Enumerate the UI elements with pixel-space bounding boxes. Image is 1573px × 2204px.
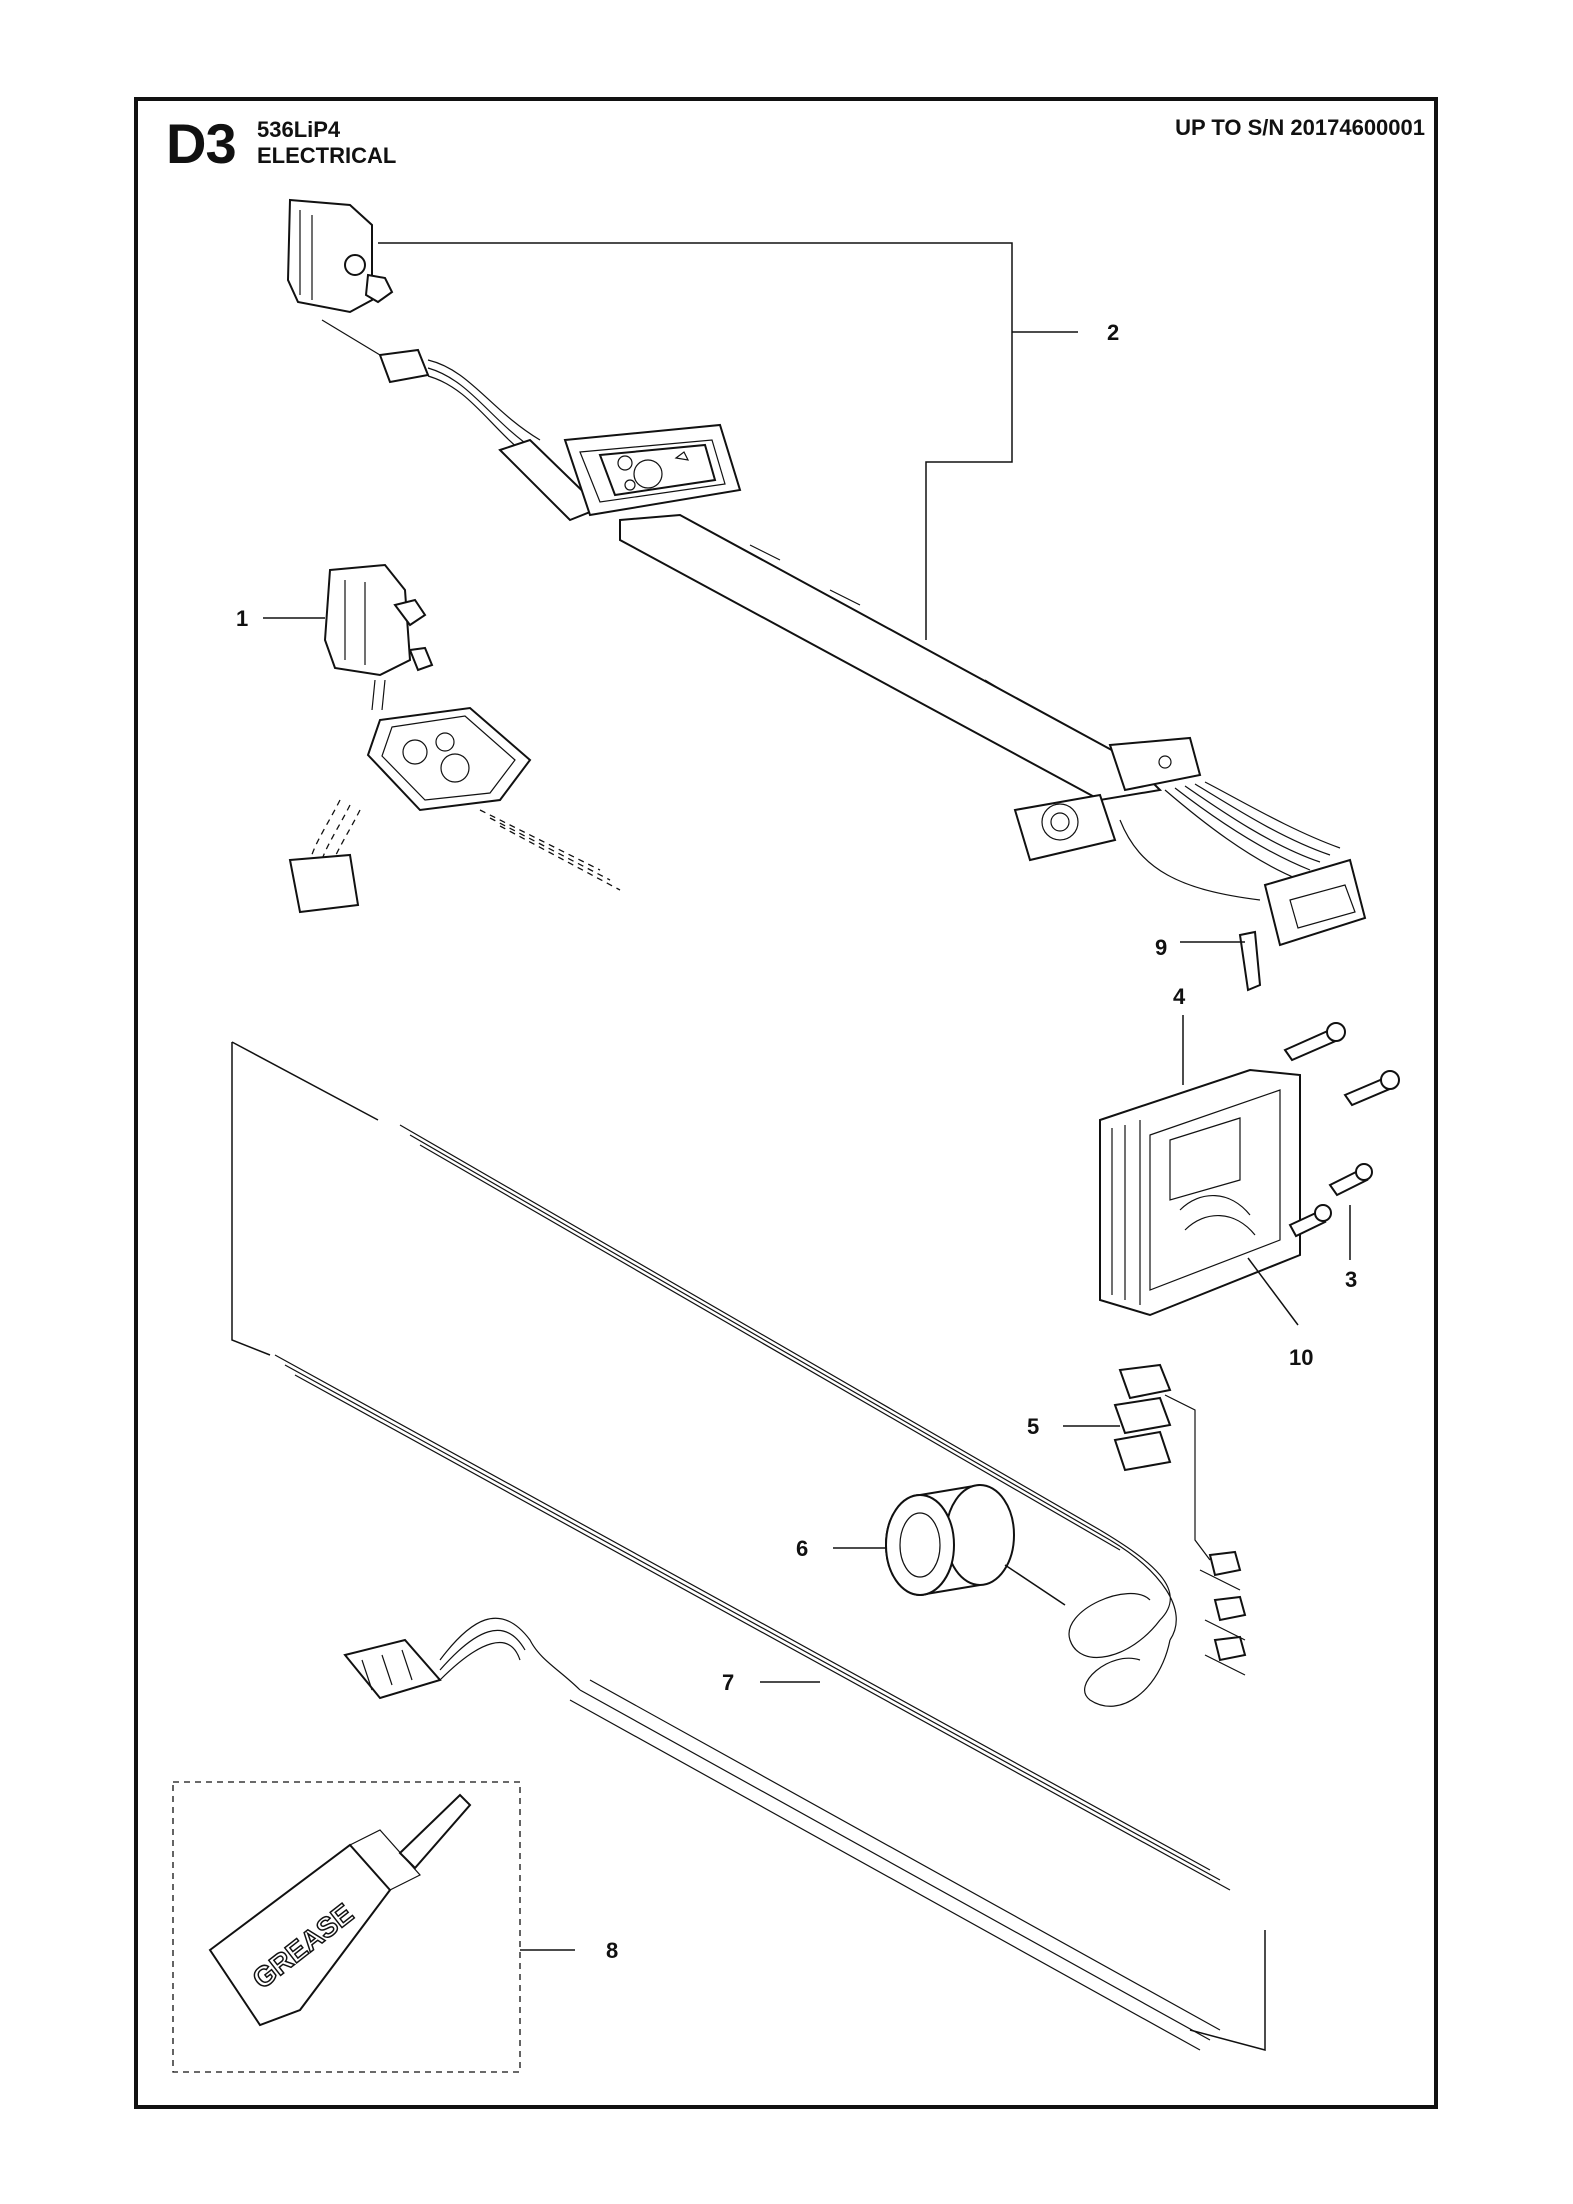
serial-note: UP TO S/N 20174600001 xyxy=(1175,115,1425,140)
page-frame xyxy=(134,97,1438,2109)
callout-5: 5 xyxy=(1027,1414,1039,1439)
section-title: ELECTRICAL xyxy=(257,143,397,168)
part-7-battery-cable xyxy=(231,1041,1266,2051)
part-4-controller xyxy=(1099,1015,1400,1326)
callout-7: 7 xyxy=(722,1670,734,1695)
callout-3: 3 xyxy=(1345,1267,1357,1292)
part-2-handle-harness xyxy=(286,198,1367,992)
callout-2: 2 xyxy=(1107,320,1119,345)
callout-6: 6 xyxy=(796,1536,808,1561)
callout-1: 1 xyxy=(236,606,248,631)
callout-4: 4 xyxy=(1173,984,1186,1009)
part-1-switch-keypad xyxy=(263,563,621,914)
callout-9: 9 xyxy=(1155,935,1167,960)
part-5-connectors xyxy=(1063,1363,1211,1561)
part-8-grease: GREASE xyxy=(172,1781,575,2073)
callout-8: 8 xyxy=(606,1938,618,1963)
model-name: 536LiP4 xyxy=(257,117,341,142)
callout-10: 10 xyxy=(1289,1345,1313,1370)
page-code: D3 xyxy=(166,112,237,175)
part-6-ferrite-sleeve xyxy=(833,1484,1066,1606)
